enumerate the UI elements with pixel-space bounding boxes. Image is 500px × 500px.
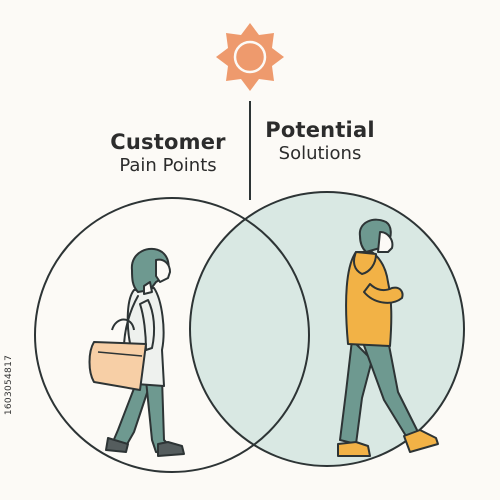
solutions-subtitle: Solutions — [278, 143, 362, 164]
solutions-circle — [189, 191, 465, 467]
man-figure — [337, 218, 439, 457]
sun-icon — [216, 23, 284, 91]
pain-points-circle — [34, 197, 310, 473]
image-id-text: 1603054817 — [4, 354, 14, 416]
pain-points-subtitle: Pain Points — [119, 155, 217, 176]
customer-title: Customer — [110, 130, 226, 154]
potential-title: Potential — [265, 118, 375, 142]
potential-solutions-label: Potential Solutions — [250, 118, 390, 165]
customer-pain-points-label: Customer Pain Points — [88, 130, 248, 177]
handbag — [88, 318, 147, 391]
